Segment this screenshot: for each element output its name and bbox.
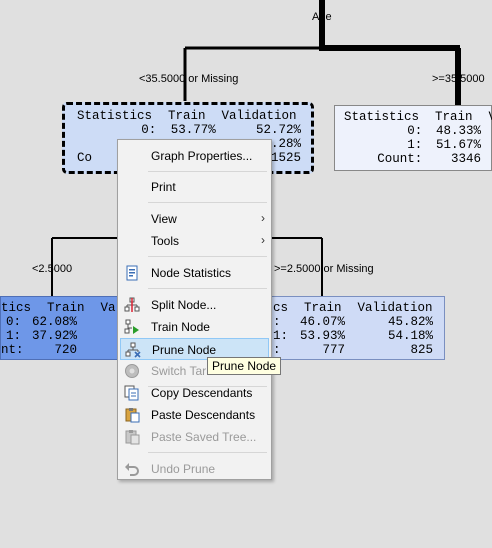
- node-stat-row: Count: 3346: [377, 152, 481, 166]
- split-label-lower-left: <2.5000: [32, 263, 73, 275]
- menu-item-print[interactable]: Print: [151, 180, 176, 194]
- node-header-row: Statistics Train Validation: [77, 109, 301, 123]
- split-node-icon: [124, 297, 140, 312]
- node-stat-row: nt: 720: [1, 343, 77, 357]
- node-stat-row: 0: 53.77% 52.72%: [141, 123, 301, 137]
- root-branch: [183, 0, 461, 105]
- menu-separator: [148, 452, 267, 453]
- prune-node-icon: [125, 342, 141, 358]
- menu-separator: [148, 202, 267, 203]
- node-stat-row: 0: 48.33%: [407, 124, 481, 138]
- node-header-row: Statistics Train V: [344, 110, 492, 124]
- prune-node-tooltip: Prune Node: [207, 357, 282, 375]
- copy-descendants-icon: [124, 385, 139, 401]
- context-menu: Graph Properties... Print View › Tools ›…: [117, 139, 272, 480]
- menu-item-view[interactable]: View ›: [151, 211, 265, 226]
- undo-icon: [125, 463, 139, 476]
- node-header-row: tics Train Vali: [1, 301, 131, 315]
- menu-item-node-statistics[interactable]: Node Statistics: [120, 262, 269, 284]
- node-header-statistics: Statistics: [77, 109, 153, 123]
- menu-item-train-node[interactable]: Train Node: [120, 316, 269, 338]
- switch-target-icon: [125, 364, 139, 378]
- tree-node-lower-left[interactable]: tics Train Vali 0: 62.08% 1: 37.92% nt: …: [0, 296, 135, 360]
- node-stat-row: : 777 825: [273, 343, 433, 357]
- split-label-top-left: <35.5000 or Missing: [139, 73, 239, 85]
- menu-item-prune-node[interactable]: Prune Node: [120, 338, 269, 360]
- node-stat-row: Co 1525: [77, 151, 301, 165]
- menu-separator: [148, 288, 267, 289]
- menu-item-graph-properties[interactable]: Graph Properties...: [151, 149, 253, 163]
- paste-saved-tree-icon: [125, 430, 140, 445]
- node-stat-row: 1: 37.92%: [5, 329, 77, 343]
- tree-node-right[interactable]: Statistics Train V 0: 48.33% 1: 51.67% C…: [334, 105, 492, 171]
- node-header-train: Train: [168, 109, 206, 123]
- node-stat-row: 0: 62.08%: [5, 315, 77, 329]
- menu-item-tools[interactable]: Tools ›: [151, 233, 265, 248]
- node-stat-row: : 46.07% 45.82%: [273, 315, 433, 329]
- submenu-arrow-icon: ›: [261, 233, 265, 247]
- node-header-validation: Validation: [221, 109, 297, 123]
- node-statistics-icon: [126, 265, 138, 281]
- node-stat-row: .28%: [270, 137, 301, 151]
- menu-item-paste-saved-tree[interactable]: Paste Saved Tree...: [120, 426, 269, 448]
- menu-separator: [148, 171, 267, 172]
- train-node-icon: [124, 319, 139, 334]
- menu-separator: [148, 386, 267, 387]
- split-label-lower-right: >=2.5000 or Missing: [274, 263, 374, 275]
- menu-item-paste-descendants[interactable]: Paste Descendants: [120, 404, 269, 426]
- root-variable-label: Age: [312, 11, 332, 23]
- node-stat-row: 1: 51.67%: [407, 138, 481, 152]
- node-header-row: cs Train Validation: [273, 301, 433, 315]
- tree-node-lower-right[interactable]: cs Train Validation : 46.07% 45.82% 1: 5…: [240, 296, 445, 360]
- menu-item-copy-descendants[interactable]: Copy Descendants: [120, 382, 269, 404]
- menu-separator: [148, 256, 267, 257]
- menu-item-undo-prune[interactable]: Undo Prune: [120, 458, 269, 480]
- split-label-top-right: >=35.5000: [432, 73, 485, 85]
- submenu-arrow-icon: ›: [261, 211, 265, 225]
- paste-descendants-icon: [125, 408, 140, 423]
- menu-item-switch-target[interactable]: Switch Tar: [120, 360, 269, 382]
- node-stat-row: 1: 53.93% 54.18%: [273, 329, 433, 343]
- menu-item-split-node[interactable]: Split Node...: [120, 294, 269, 316]
